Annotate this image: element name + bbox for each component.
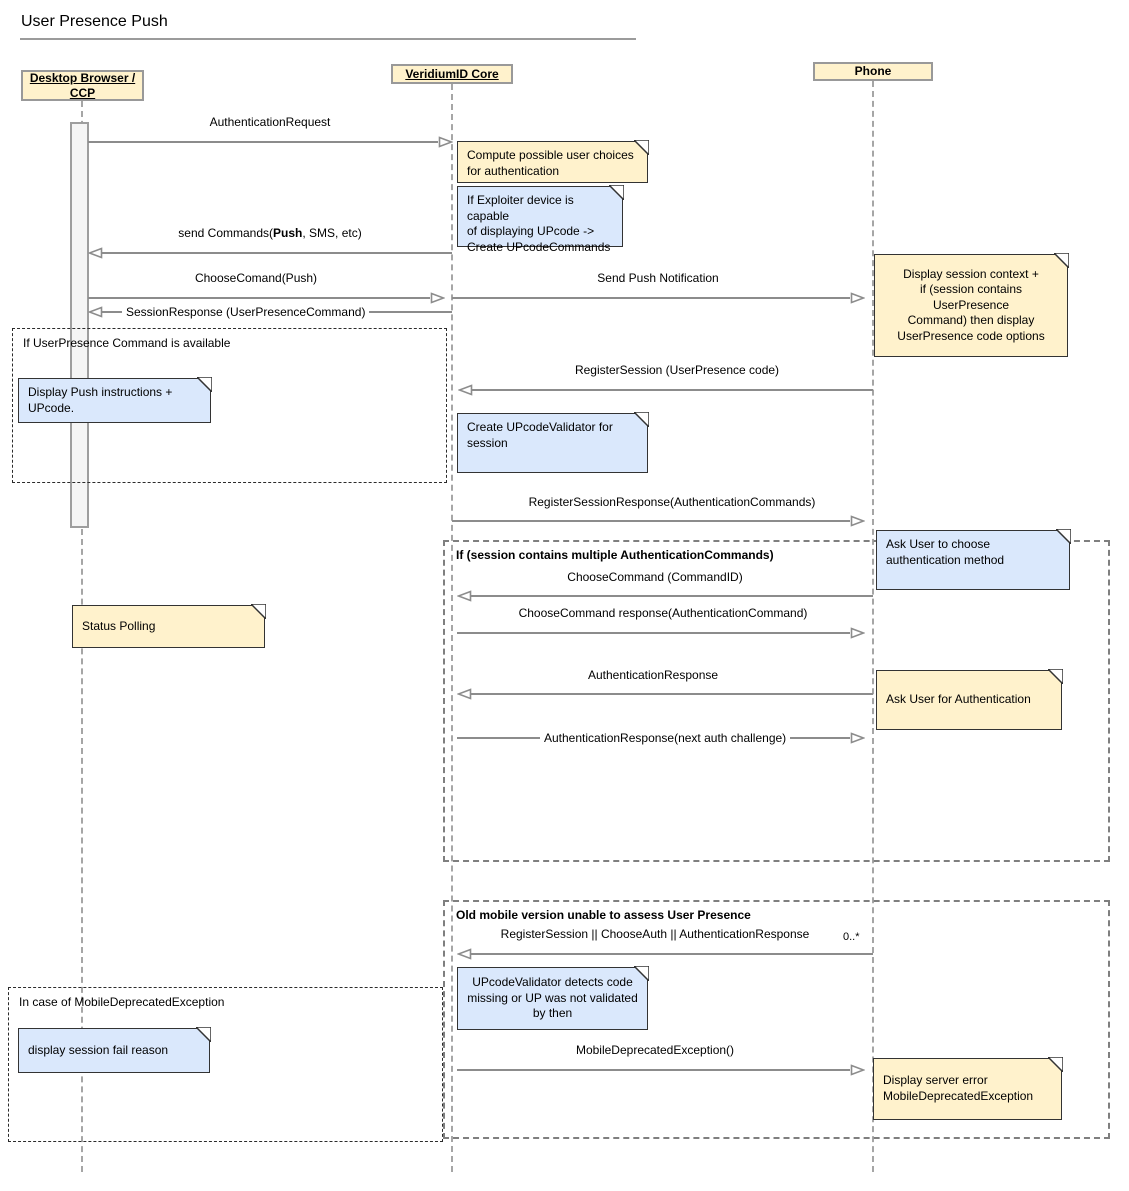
note-fold-icon bbox=[608, 185, 624, 201]
note-ask-user-choose-method: Ask User to choose authentication method bbox=[876, 529, 1071, 590]
arrowhead-icon bbox=[850, 292, 865, 304]
note-display-session-context: Display session context + if (session co… bbox=[874, 253, 1069, 357]
diagram-title: User Presence Push bbox=[21, 13, 168, 30]
arrowhead-icon bbox=[457, 590, 472, 602]
note-fold-icon bbox=[250, 604, 266, 620]
message-label-send-commands: send Commands(Push, SMS, etc) bbox=[178, 226, 362, 240]
note-display-session-fail: display session fail reason bbox=[18, 1027, 211, 1073]
activation-bar-desktop bbox=[70, 122, 89, 528]
message-label-registersessionresponse: RegisterSessionResponse(AuthenticationCo… bbox=[528, 495, 816, 509]
arrowhead-icon bbox=[430, 292, 445, 304]
fragment-label: Old mobile version unable to assess User… bbox=[456, 908, 751, 922]
fragment-mobiledeprecatedexception bbox=[8, 987, 443, 1142]
message-line bbox=[472, 389, 873, 391]
note-status-polling: Status Polling bbox=[72, 604, 266, 648]
message-line bbox=[452, 520, 850, 522]
message-label-authenticationrequest: AuthenticationRequest bbox=[209, 115, 331, 129]
message-label-choosecommand-response: ChooseCommand response(AuthenticationCom… bbox=[518, 606, 808, 620]
fragment-old-mobile-version bbox=[443, 900, 1110, 1139]
note-fold-icon bbox=[633, 412, 649, 428]
arrowhead-icon bbox=[457, 948, 472, 960]
arrowhead-icon bbox=[850, 515, 865, 527]
message-label-authenticationresponse: AuthenticationResponse bbox=[587, 668, 719, 682]
message-label-sessionresponse: SessionResponse (UserPresenceCommand) bbox=[122, 305, 370, 319]
message-line bbox=[471, 693, 873, 695]
message-line bbox=[471, 953, 873, 955]
note-display-push-instructions: Display Push instructions + UPcode. bbox=[18, 377, 212, 423]
note-compute-user-choices: Compute possible user choices for authen… bbox=[457, 140, 649, 183]
note-upcodevalidator-detects: UPcodeValidator detects code missing or … bbox=[457, 966, 649, 1030]
note-create-upcodevalidator: Create UPcodeValidator for session bbox=[457, 412, 649, 473]
lifeline-veridiumid-core bbox=[451, 84, 453, 1172]
fragment-label: In case of MobileDeprecatedException bbox=[19, 995, 225, 1009]
note-display-server-error: Display server error MobileDeprecatedExc… bbox=[873, 1057, 1063, 1120]
actor-phone: Phone bbox=[813, 62, 933, 81]
message-line bbox=[88, 297, 430, 299]
note-fold-icon bbox=[1047, 1057, 1063, 1073]
lifeline-phone bbox=[872, 81, 874, 1172]
arrowhead-icon bbox=[457, 688, 472, 700]
message-multiplicity: 0..* bbox=[843, 931, 860, 943]
message-line bbox=[88, 141, 438, 143]
message-label-choosecommand: ChooseCommand (CommandID) bbox=[567, 570, 743, 584]
arrowhead-icon bbox=[850, 1064, 865, 1076]
message-line bbox=[457, 632, 850, 634]
actor-desktop-browser-ccp: Desktop Browser / CCP bbox=[21, 70, 144, 101]
note-exploiter-device: If Exploiter device is capable of displa… bbox=[457, 185, 624, 254]
fragment-label: If UserPresence Command is available bbox=[23, 336, 231, 350]
arrowhead-icon bbox=[88, 306, 103, 318]
note-fold-icon bbox=[196, 377, 212, 393]
note-fold-icon bbox=[195, 1027, 211, 1043]
message-label-registersession: RegisterSession (UserPresence code) bbox=[574, 363, 780, 377]
arrowhead-icon bbox=[850, 627, 865, 639]
message-label-choosecomand-push: ChooseComand(Push) bbox=[194, 271, 318, 285]
message-label-mobiledeprecatedexception: MobileDeprecatedException() bbox=[575, 1043, 735, 1057]
fragment-if-userpresence-available bbox=[12, 328, 447, 483]
note-fold-icon bbox=[1053, 253, 1069, 269]
message-line bbox=[102, 252, 452, 254]
fragment-if-multiple-authcommands bbox=[443, 540, 1110, 862]
arrowhead-icon bbox=[850, 732, 865, 744]
actor-veridiumid-core: VeridiumID Core bbox=[391, 64, 513, 84]
message-label-registersession-chooseauth: RegisterSession || ChooseAuth || Authent… bbox=[500, 927, 810, 941]
note-fold-icon bbox=[633, 966, 649, 982]
note-ask-user-authentication: Ask User for Authentication bbox=[876, 669, 1063, 730]
arrowhead-icon bbox=[458, 384, 473, 396]
message-label-send-push-notification: Send Push Notification bbox=[597, 271, 719, 285]
message-line bbox=[452, 297, 850, 299]
message-line bbox=[457, 1069, 850, 1071]
note-fold-icon bbox=[1055, 529, 1071, 545]
message-label-authenticationresponse-next: AuthenticationResponse(next auth challen… bbox=[540, 731, 791, 745]
arrowhead-icon bbox=[88, 247, 103, 259]
note-fold-icon bbox=[633, 140, 649, 156]
title-rule bbox=[20, 38, 636, 40]
fragment-label: If (session contains multiple Authentica… bbox=[456, 548, 774, 562]
note-fold-icon bbox=[1047, 669, 1063, 685]
arrowhead-icon bbox=[438, 136, 453, 148]
message-line bbox=[471, 595, 873, 597]
